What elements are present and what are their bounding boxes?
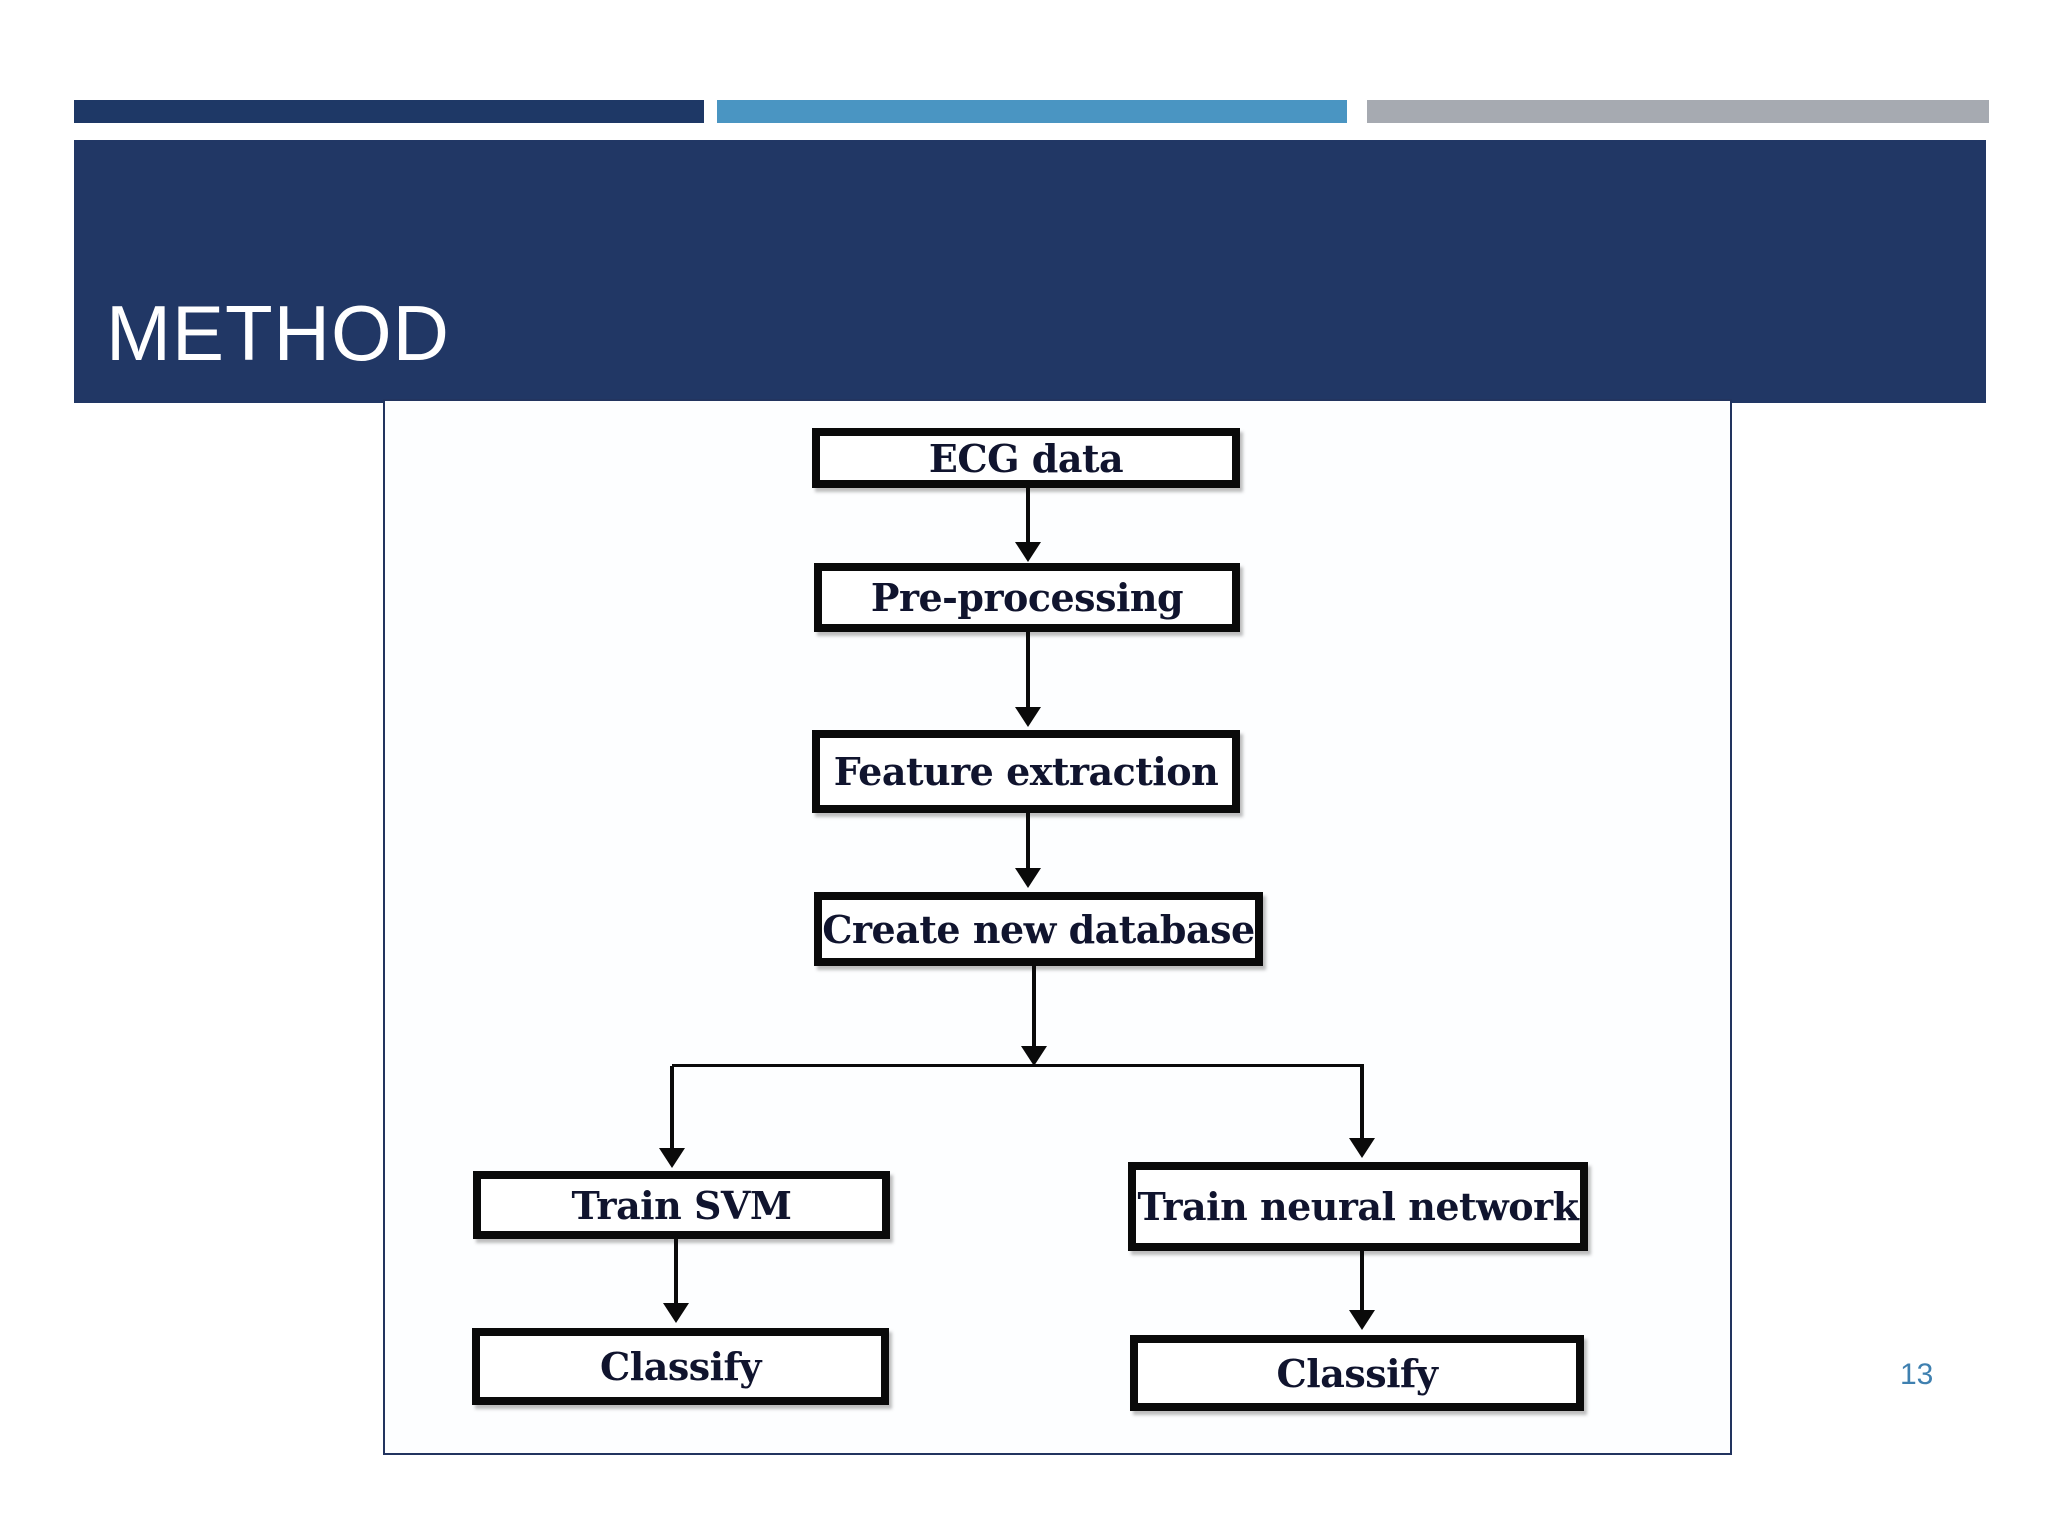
node-pre-processing: Pre-processing [814, 563, 1240, 632]
node-classify-nn: Classify [1130, 1335, 1584, 1411]
arrow-split-to-nn-line [1360, 1066, 1364, 1138]
arrow-ecg-to-preprocessing-head [1015, 542, 1041, 562]
title-band [74, 140, 1986, 403]
accent-bar-blue [717, 100, 1347, 123]
arrow-nn-to-classify-line [1360, 1251, 1364, 1310]
arrow-ecg-to-preprocessing-line [1026, 487, 1030, 542]
arrow-split-to-nn-head [1349, 1138, 1375, 1158]
node-train-neural-network: Train neural network [1128, 1162, 1588, 1251]
node-train-svm: Train SVM [473, 1171, 890, 1239]
node-classify-svm: Classify [472, 1328, 889, 1405]
node-feature-extraction: Feature extraction [812, 730, 1240, 813]
arrow-svm-to-classify-line [674, 1239, 678, 1303]
node-ecg-data: ECG data [812, 428, 1240, 488]
arrow-database-to-split-head [1021, 1046, 1047, 1066]
arrow-split-to-svm-line [670, 1066, 674, 1148]
page-number: 13 [1900, 1358, 1934, 1391]
arrow-database-to-split-line [1032, 966, 1036, 1046]
arrow-preprocessing-to-feature-line [1026, 631, 1030, 707]
arrow-nn-to-classify-head [1349, 1310, 1375, 1330]
arrow-feature-to-database-head [1015, 868, 1041, 888]
arrow-svm-to-classify-head [663, 1303, 689, 1323]
branch-split-line [672, 1064, 1364, 1067]
slide-title: METHOD [106, 289, 450, 377]
arrow-feature-to-database-line [1026, 813, 1030, 868]
arrow-preprocessing-to-feature-head [1015, 707, 1041, 727]
arrow-split-to-svm-head [659, 1148, 685, 1168]
accent-bar-gray [1367, 100, 1989, 123]
node-create-new-database: Create new database [814, 892, 1263, 966]
accent-bar-navy [74, 100, 704, 123]
